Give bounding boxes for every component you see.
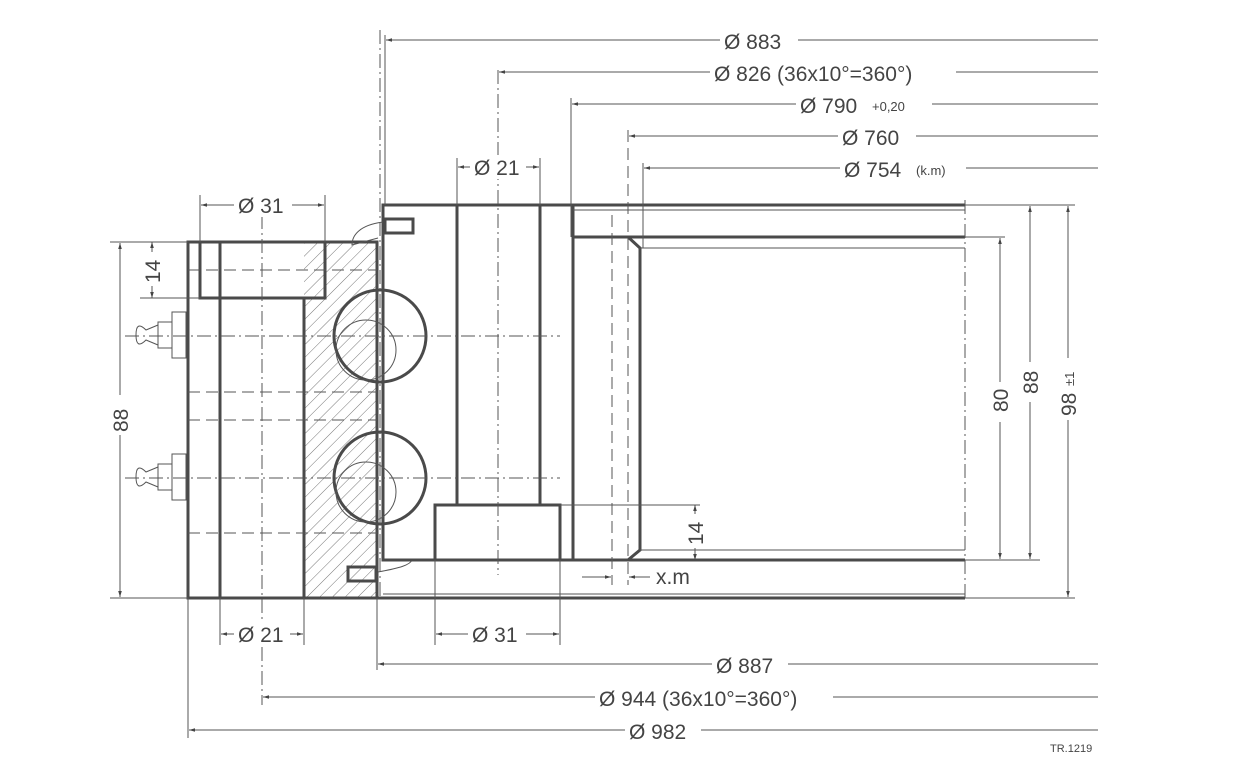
svg-text:Ø 760: Ø 760	[842, 127, 899, 150]
inner-ring	[381, 203, 575, 562]
svg-text:±1: ±1	[1062, 372, 1077, 386]
svg-text:Ø 31: Ø 31	[472, 624, 518, 647]
svg-text:Ø 887: Ø 887	[716, 655, 773, 678]
svg-text:Ø 826 (36x10°=360°): Ø 826 (36x10°=360°)	[714, 63, 912, 86]
height-dimensions: 88 14 14 80 88 98 ±1	[108, 206, 1082, 597]
svg-text:Ø 31: Ø 31	[238, 195, 284, 218]
svg-text:Ø 790: Ø 790	[800, 95, 857, 118]
svg-text:Ø 21: Ø 21	[474, 157, 520, 180]
svg-text:(k.m): (k.m)	[916, 163, 946, 178]
svg-text:14: 14	[685, 521, 708, 545]
hole-dimensions: Ø 31 Ø 21 Ø 21 Ø 31	[201, 155, 559, 647]
svg-text:80: 80	[990, 389, 1013, 412]
seal-top	[383, 217, 415, 235]
bottom-dimensions: Ø 887 Ø 944 (36x10°=360°) Ø 982	[189, 652, 1098, 744]
seal-bottom	[346, 565, 378, 583]
grease-nipple-lower	[135, 453, 187, 501]
svg-text:+0,20: +0,20	[872, 99, 905, 114]
svg-text:14: 14	[142, 259, 165, 283]
ring-body-right	[188, 200, 966, 600]
svg-text:88: 88	[110, 409, 133, 432]
drawing-id: TR.1219	[1050, 743, 1092, 755]
grease-nipple-upper	[135, 311, 187, 359]
svg-text:Ø 944 (36x10°=360°): Ø 944 (36x10°=360°)	[599, 688, 797, 711]
svg-text:Ø 982: Ø 982	[629, 721, 686, 744]
svg-text:x.m: x.m	[656, 566, 690, 589]
top-dimensions: Ø 883 Ø 826 (36x10°=360°) Ø 790 +0,20 Ø …	[386, 28, 1098, 182]
offset-dimension: x.m	[582, 566, 690, 589]
svg-text:Ø 21: Ø 21	[238, 624, 284, 647]
svg-text:88: 88	[1020, 371, 1043, 394]
svg-text:98: 98	[1058, 393, 1081, 416]
svg-text:Ø 754: Ø 754	[844, 159, 902, 182]
svg-text:Ø 883: Ø 883	[724, 31, 781, 54]
